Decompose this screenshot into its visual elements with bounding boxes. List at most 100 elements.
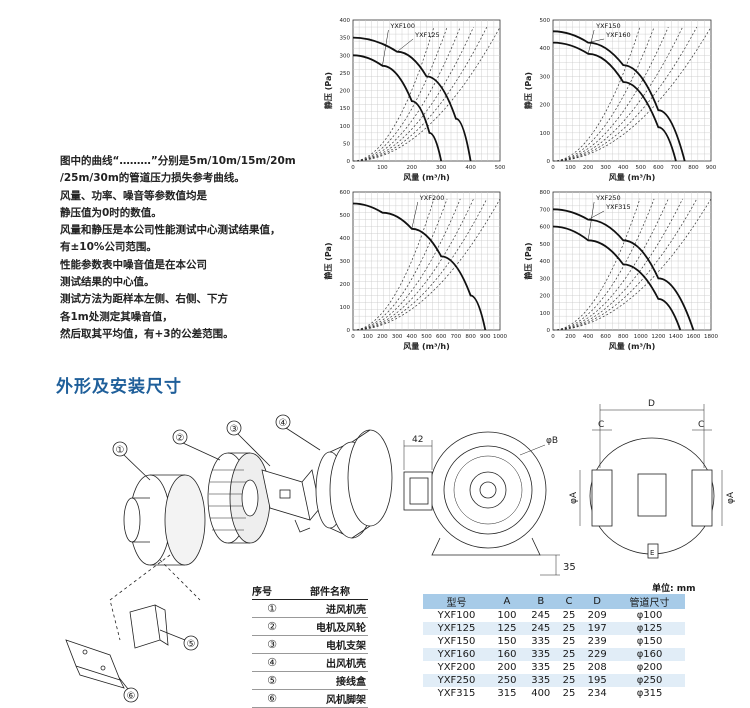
dimensions-cell: φ160	[614, 648, 685, 661]
y-tick-label: 700	[540, 207, 551, 213]
note-line: 风量和静压是本公司性能测试中心测试结果值，	[60, 224, 281, 237]
x-tick-label: 0	[351, 334, 355, 340]
dimensions-cell: 25	[562, 662, 576, 673]
y-tick-label: 200	[540, 103, 551, 109]
series-line	[552, 30, 686, 162]
callout-6: ⑥	[127, 691, 136, 702]
y-tick-label: 350	[340, 36, 351, 42]
part-no: ③	[267, 638, 277, 651]
dimensions-cell: φ200	[636, 662, 663, 673]
dim-phiA-right: φA	[726, 491, 736, 504]
dimensions-cell: YXF150	[437, 636, 476, 647]
pipe-loss-curve	[352, 26, 488, 162]
dimensions-cell: YXF250	[423, 674, 491, 687]
series-label: YXF200	[419, 194, 445, 202]
dim-header: B	[523, 594, 558, 609]
dim-C-right: C	[698, 420, 704, 430]
x-tick-label: 900	[706, 165, 717, 171]
series-leader	[411, 201, 419, 229]
part-name: 进风机壳	[326, 605, 366, 616]
x-tick-label: 100	[565, 165, 576, 171]
note-line: 测试结果的中心值。	[60, 276, 155, 289]
series-leader	[587, 210, 605, 220]
dim-35: 35	[563, 562, 576, 573]
dimensions-cell: 125	[490, 622, 524, 635]
y-tick-label: 100	[340, 124, 351, 130]
series-label: YXF160	[605, 31, 631, 39]
y-tick-label: 800	[540, 190, 551, 196]
note-line: 图中的曲线“………”分别是5m/10m/15m/20m	[60, 155, 296, 167]
pipe-loss-curve	[352, 198, 501, 331]
y-tick-label: 400	[340, 236, 351, 242]
x-tick-label: 1200	[651, 334, 665, 340]
series-line	[352, 36, 472, 162]
dim-D: D	[648, 399, 655, 409]
pipe-loss-curve	[552, 26, 669, 162]
x-tick-label: 100	[377, 165, 388, 171]
dimensions-cell: 234	[587, 688, 607, 699]
dimensions-cell: φ125	[614, 622, 685, 635]
x-tick-label: 800	[688, 165, 699, 171]
dimensions-cell: φ150	[636, 636, 663, 647]
dimensions-cell: 25	[557, 648, 581, 661]
y-tick-label: 150	[340, 106, 351, 112]
dimensions-cell: 150	[497, 636, 517, 647]
callout-5: ⑤	[187, 639, 196, 650]
dimensions-cell: 160	[490, 648, 524, 661]
x-tick-label: 300	[436, 165, 447, 171]
parts-header-name: 部件名称	[310, 587, 350, 598]
series-label: YXF315	[605, 203, 631, 211]
foot-drawing	[65, 639, 125, 689]
pipe-loss-curve	[552, 26, 683, 162]
x-tick-label: 400	[407, 334, 418, 340]
dimensions-cell: 197	[580, 622, 615, 635]
pipe-loss-curve	[552, 26, 655, 162]
x-tick-label: 900	[480, 334, 491, 340]
series-line	[352, 202, 487, 331]
y-tick-label: 600	[340, 190, 351, 196]
pipe-loss-curve	[352, 26, 474, 162]
x-tick-label: 400	[618, 165, 629, 171]
dimensions-cell: 315	[497, 688, 517, 699]
x-tick-label: 0	[551, 334, 555, 340]
junction-box-drawing	[129, 604, 169, 649]
y-tick-label: 500	[540, 18, 551, 24]
dimensions-cell: 400	[531, 688, 551, 699]
pipe-loss-curve	[352, 26, 461, 162]
x-tick-label: 700	[671, 165, 682, 171]
dimensions-header: 型号 A B C D 管道尺寸	[423, 594, 685, 609]
section-title: 外形及安装尺寸	[56, 377, 182, 397]
note-line: 有±10%公司范围。	[60, 241, 157, 254]
x-tick-label: 1600	[686, 334, 700, 340]
x-tick-label: 600	[436, 334, 447, 340]
dimensions-cell: 245	[531, 610, 551, 621]
dim-phiB: φB	[546, 436, 558, 446]
dimensions-cell: 25	[557, 674, 581, 687]
dim-header: A	[490, 594, 524, 609]
part-no: ②	[267, 620, 277, 633]
series-label: YXF125	[414, 31, 440, 39]
y-tick-label: 400	[540, 46, 551, 52]
dimensions-cell: 208	[587, 662, 607, 673]
outlet-housing-drawing	[315, 429, 393, 539]
y-tick-label: 200	[340, 89, 351, 95]
dim-header: C	[557, 594, 581, 609]
callouts	[104, 414, 321, 703]
y-tick-label: 500	[540, 242, 551, 248]
series-label: YXF100	[389, 22, 415, 30]
x-tick-label: 800	[465, 334, 476, 340]
dimensions-cell: 25	[562, 610, 576, 621]
dim-header: 管道尺寸	[614, 594, 685, 609]
dimensions-cell: 25	[557, 622, 581, 635]
y-tick-label: 300	[540, 276, 551, 282]
x-axis-label: 风量 (m³/h)	[403, 341, 450, 351]
dimensions-cell: φ100	[636, 610, 663, 621]
y-axis-label: 静压 (Pa)	[523, 242, 533, 279]
